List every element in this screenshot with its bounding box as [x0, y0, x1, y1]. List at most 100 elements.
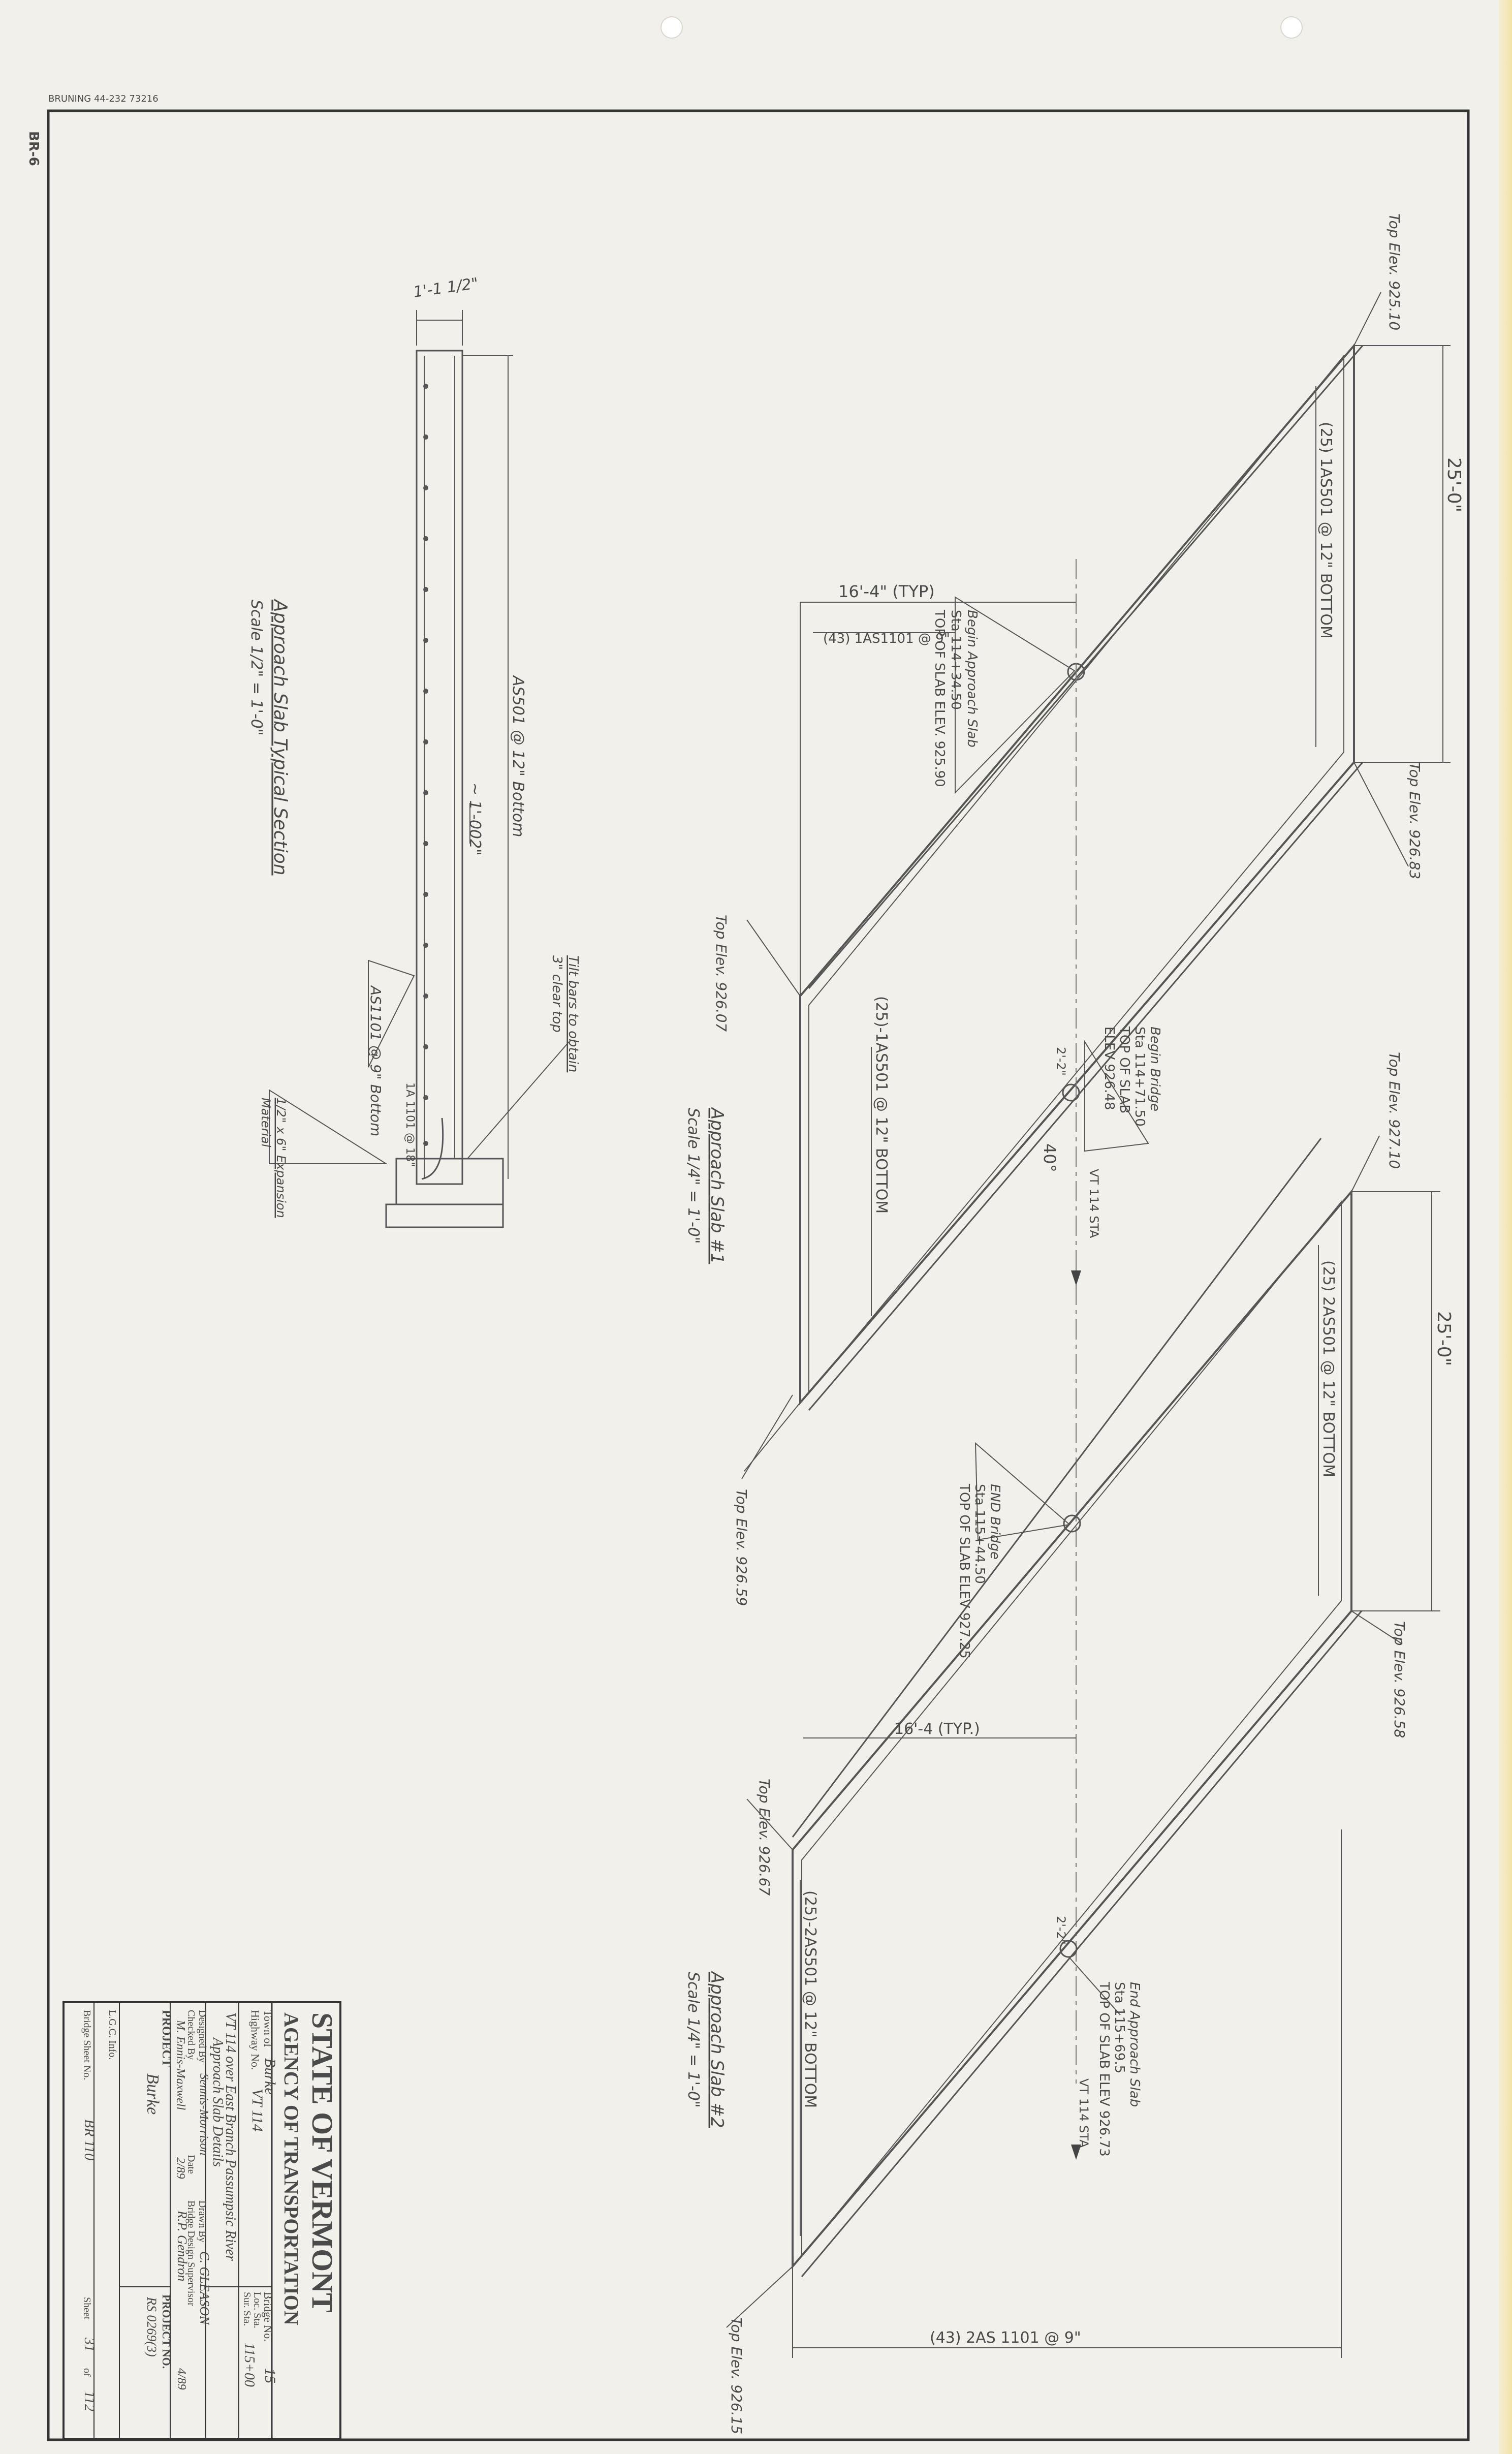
highway-label: Highway No.	[249, 2010, 262, 2070]
svg-text:Tilt bars to obtain: Tilt bars to obtain	[565, 955, 581, 1072]
sheet-border	[47, 109, 1470, 2441]
slab1-begin-bridge-note: Begin Bridge Sta 114+71.50 TOP OF SLAB E…	[1101, 1026, 1162, 1127]
loc-sta-label: Loc. Sta.	[251, 2292, 263, 2328]
sta-value: 115+00	[241, 2343, 257, 2387]
slab2-scale: Scale 1/4" = 1'-0"	[684, 1972, 702, 2108]
section-scale: Scale 1/2" = 1'-0"	[247, 600, 265, 736]
section-width: ~ 1'-002"	[466, 783, 484, 856]
slab1-rebar-bottom-lower: (25)-1AS501 @ 12" BOTTOM	[872, 996, 890, 1214]
supervisor-value: R.P. Gendron	[175, 2210, 190, 2281]
slab-2-outline	[792, 1189, 1352, 2270]
svg-text:Begin Bridge: Begin Bridge	[1147, 1027, 1162, 1111]
project-no-value: RS 0269(3)	[144, 2296, 159, 2357]
drawn-value: C. GLEASON	[197, 2251, 212, 2325]
paper-edge	[1499, 0, 1512, 2454]
section-depth: 1'-1 1/2"	[412, 274, 479, 301]
svg-text:Begin Approach Slab: Begin Approach Slab	[964, 610, 980, 748]
typical-section	[269, 310, 570, 1228]
bridge-label: Bridge No.	[262, 2292, 274, 2342]
project-no-label: PROJECT NO.	[160, 2294, 173, 2369]
sheet-no-value: BR 110	[81, 2119, 97, 2160]
slab2-top-elev-right: Top Elev. 926.58	[1391, 1621, 1408, 1738]
punch-hole	[660, 16, 683, 39]
of-label: of	[81, 2368, 92, 2377]
svg-text:TOP OF SLAB ELEV. 925.90: TOP OF SLAB ELEV. 925.90	[932, 609, 947, 787]
slab1-dim-width: 16'-4" (TYP)	[838, 582, 935, 601]
date2-value: 4/89	[175, 2368, 188, 2390]
designed-label: Designed By	[197, 2010, 208, 2063]
checked-label: Checked By	[185, 2010, 197, 2060]
svg-text:TOP OF SLAB ELEV 926.73: TOP OF SLAB ELEV 926.73	[1096, 1981, 1112, 2157]
sheet-no-label: Bridge Sheet No.	[81, 2010, 92, 2080]
lgc-label: L.G.C. Info.	[107, 2010, 118, 2060]
slab2-end-bridge-note: END Bridge Sta 115+44.50 TOP OF SLAB ELE…	[957, 1483, 1002, 1659]
town-value: Burke	[262, 2058, 278, 2095]
svg-text:TOP OF SLAB: TOP OF SLAB	[1117, 1026, 1132, 1113]
slab2-end-approach-note: End Approach Slab Sta 115+69.5 TOP OF SL…	[1096, 1981, 1142, 2157]
sheet-value: 31	[81, 2337, 97, 2352]
slab2-dim-width: 16'-4 (TYP.)	[894, 1720, 980, 1738]
section-rebar-side: 1A 1101 @ 18"	[403, 1082, 416, 1167]
total-sheets: 112	[81, 2391, 97, 2411]
slab1-rebar-bottom-upper: (25) 1AS501 @ 12" BOTTOM	[1317, 422, 1335, 639]
slab1-skew-angle: 40°	[1040, 1143, 1059, 1172]
slab2-top-elev-upper: Top Elev. 927.10	[1386, 1052, 1403, 1169]
project-label: PROJECT	[160, 2010, 173, 2067]
slab-2-inner	[801, 1200, 1342, 2258]
slab1-title: Approach Slab #1	[707, 1107, 727, 1264]
slab2-top-elev-end: Top Elev. 926.15	[728, 2317, 745, 2434]
project-value: Burke	[143, 2073, 162, 2115]
agency-line1: STATE OF VERMONT	[306, 2012, 339, 2313]
slab1-dim-length: 25'-0"	[1443, 457, 1464, 512]
drawn-label: Drawn By	[197, 2200, 208, 2243]
over-text: VT 114 over East Branch Passumpsic River	[223, 2012, 238, 2261]
svg-text:TOP OF SLAB ELEV 927.25: TOP OF SLAB ELEV 927.25	[957, 1483, 972, 1659]
title-block: STATE OF VERMONT AGENCY OF TRANSPORTATIO…	[62, 2001, 341, 2440]
svg-text:End Approach Slab: End Approach Slab	[1127, 1982, 1142, 2107]
slab-1-outline	[799, 343, 1355, 1406]
svg-text:Material: Material	[259, 1098, 273, 1147]
section-title: Approach Slab Typical Section	[270, 599, 291, 876]
svg-text:1/2" x 6" Expansion: 1/2" x 6" Expansion	[274, 1098, 288, 1218]
corner-label: BR-6	[26, 131, 41, 166]
svg-text:3" clear top: 3" clear top	[549, 955, 564, 1033]
svg-text:END Bridge: END Bridge	[987, 1484, 1002, 1560]
slab2-centerline: VT 114 STA	[1077, 2078, 1091, 2148]
slab2-rebar-bottom-lower: (25)-2AS501 @ 12" BOTTOM	[801, 1890, 819, 2108]
section-rebar-long: AS1101 @ 9" Bottom	[367, 985, 384, 1136]
svg-text:Sta 115+44.50: Sta 115+44.50	[972, 1484, 987, 1584]
svg-text:Sta 114+34.50: Sta 114+34.50	[948, 610, 963, 710]
sur-sta-label: Sur. Sta.	[241, 2292, 253, 2326]
slab2-dim-length: 25'-0"	[1433, 1311, 1454, 1366]
svg-text:Sta 115+69.5: Sta 115+69.5	[1112, 1982, 1127, 2073]
section-joint-note: 1/2" x 6" Expansion Material	[259, 1098, 288, 1218]
slab1-begin-approach-note: Begin Approach Slab Sta 114+34.50 TOP OF…	[932, 609, 980, 787]
slab1-offset: 2'-2"	[1054, 1047, 1068, 1076]
end-bridge-marker	[1063, 1514, 1081, 1533]
svg-text:Sta 114+71.50: Sta 114+71.50	[1132, 1027, 1147, 1127]
begin-bridge-marker	[1062, 1083, 1080, 1102]
approach-slab-2-plan	[726, 1135, 1440, 2358]
slab2-top-elev-left: Top Elev. 926.67	[756, 1779, 773, 1896]
slab1-rebar-top: (43) 1AS1101 @ 9"	[823, 631, 950, 646]
slab-1-inner	[808, 354, 1344, 1395]
date1-value: 2/89	[174, 2157, 187, 2179]
punch-hole	[1280, 16, 1303, 39]
centerline-arrow	[1071, 1270, 1081, 1286]
date-label: Date	[185, 2155, 197, 2174]
slab1-scale: Scale 1/4" = 1'-0"	[684, 1108, 702, 1244]
bridge-value: 15	[262, 2368, 278, 2383]
section-tilt-note: Tilt bars to obtain 3" clear top	[549, 955, 581, 1072]
section-rebar-bottom: AS501 @ 12" Bottom	[509, 675, 527, 837]
centerline-arrow-2	[1071, 2145, 1081, 2160]
approach-slab-1-plan	[744, 292, 1451, 1472]
supervisor-label: Bridge Design Supervisor	[185, 2200, 197, 2306]
svg-text:ELEV 926.48: ELEV 926.48	[1101, 1027, 1117, 1110]
agency-line2: AGENCY OF TRANSPORTATION	[280, 2012, 303, 2325]
designed-value: Sennis-Morrison	[197, 2073, 210, 2155]
checked-value: M. Ennis-Maxwell	[174, 2020, 187, 2110]
typical-section-rebar-dots	[423, 384, 428, 1146]
town-label: Town of	[262, 2010, 274, 2047]
slab2-rebar-bottom-upper: (25) 2AS501 @ 12" BOTTOM	[1319, 1260, 1337, 1477]
